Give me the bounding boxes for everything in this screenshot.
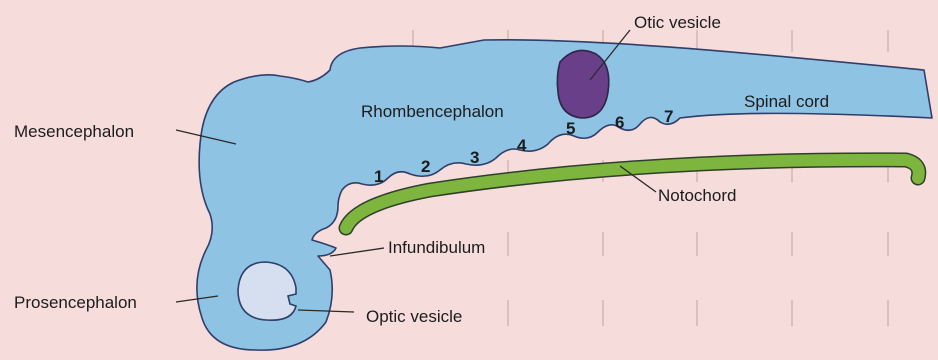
rhombomere-number-6: 6 (615, 113, 624, 132)
rhombomere-number-4: 4 (517, 136, 527, 155)
label-rhombencephalon: Rhombencephalon (361, 102, 504, 121)
rhombomere-number-1: 1 (374, 167, 383, 186)
label-otic-vesicle: Otic vesicle (634, 13, 721, 32)
rhombomere-number-7: 7 (664, 107, 673, 126)
optic-vesicle-shape (238, 262, 296, 320)
otic-vesicle-shape (557, 50, 608, 118)
label-mesencephalon: Mesencephalon (14, 122, 134, 141)
label-optic-vesicle: Optic vesicle (366, 307, 462, 326)
label-spinal-cord: Spinal cord (744, 92, 829, 111)
rhombomere-number-2: 2 (421, 157, 430, 176)
label-prosencephalon: Prosencephalon (14, 293, 137, 312)
label-infundibulum: Infundibulum (388, 238, 485, 257)
label-notochord: Notochord (658, 186, 736, 205)
rhombomere-number-5: 5 (566, 119, 575, 138)
rhombomere-number-3: 3 (470, 148, 479, 167)
